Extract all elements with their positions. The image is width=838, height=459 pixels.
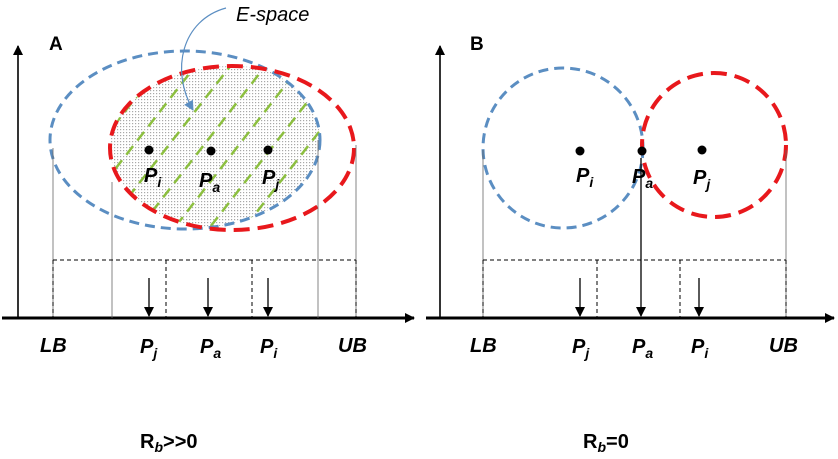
panel-a-point-label-j: Pj <box>262 167 280 192</box>
panel-a-axis-label-j: Pj <box>140 336 158 361</box>
panel-b-brackets <box>482 259 787 318</box>
panel-b-point-i <box>575 146 585 156</box>
panel-a-point-i <box>144 145 154 155</box>
panel-a-point-a <box>206 146 216 156</box>
panel-b-point-j <box>697 145 707 155</box>
panel-a-axis-label-a: Pa <box>200 336 221 361</box>
panel-a-point-j <box>263 145 273 155</box>
panel-b-point-label-a: Pa <box>632 166 653 191</box>
panel-b-point-label-i: Pi <box>576 165 594 190</box>
panel-a-caption: Rb>>0 <box>140 431 198 455</box>
panel-b-ub-label: UB <box>769 335 798 357</box>
panel-a-overlap-region <box>110 66 320 229</box>
panel-b-red-circle <box>640 71 788 219</box>
e-space-annotation: E-space <box>180 4 309 111</box>
panel-b-caption: Rb=0 <box>583 431 629 455</box>
panel-b-letter: B <box>470 34 484 55</box>
panel-a-ub-label: UB <box>338 335 367 357</box>
panel-a-brackets <box>52 259 357 318</box>
e-space-arrow <box>180 7 227 111</box>
panel-b-point-a <box>637 146 647 156</box>
panel-a-axis-label-i: Pi <box>260 336 278 361</box>
panel-a-point-label-i: Pi <box>144 165 162 190</box>
panel-a: A Pi Pa Pj <box>2 34 415 455</box>
e-space-label: E-space <box>236 4 309 26</box>
panel-b-axis-label-i: Pi <box>691 336 709 361</box>
panel-b-axis-label-a: Pa <box>632 336 653 361</box>
panel-b-blue-circle <box>481 66 645 230</box>
panel-a-lb-label: LB <box>40 335 67 357</box>
panel-b-axis-label-j: Pj <box>572 336 590 361</box>
panel-a-letter: A <box>49 34 63 55</box>
panel-b-lb-label: LB <box>470 335 497 357</box>
panel-b: B Pi Pa Pj LB Pj Pa Pi UB Rb=0 <box>426 34 835 455</box>
panel-a-blue-ellipse <box>48 49 322 231</box>
panel-a-point-label-a: Pa <box>199 170 220 195</box>
panel-a-red-ellipse <box>108 64 356 232</box>
panel-b-point-label-j: Pj <box>693 167 711 192</box>
